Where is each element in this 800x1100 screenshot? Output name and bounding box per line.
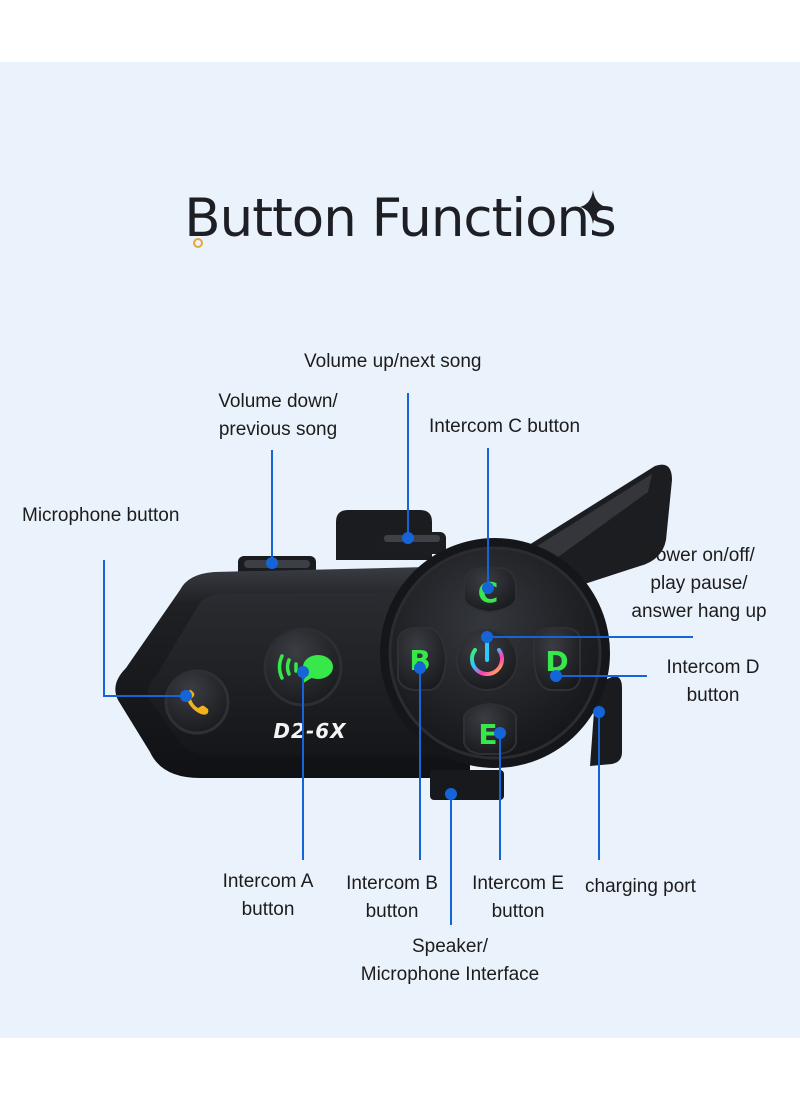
- label-intercom-b: Intercom B button: [330, 870, 454, 926]
- intercom-d-button[interactable]: D: [533, 627, 581, 691]
- callout-line-charging: [593, 706, 605, 860]
- label-power: Power on/off/ play pause/ answer hang up: [614, 542, 784, 626]
- label-volume-down-line2: previous song: [218, 419, 338, 440]
- callout-line-intercom-d: [550, 670, 647, 682]
- label-power-line2: play pause/: [650, 573, 748, 594]
- callout-lines: [103, 393, 693, 925]
- intercom-icon: [277, 654, 333, 684]
- speaker-interface-port: [430, 770, 504, 800]
- power-icon: [470, 640, 504, 676]
- label-volume-down-line1: Volume down/: [218, 391, 338, 412]
- label-volume-down: Volume down/ previous song: [196, 388, 360, 444]
- label-intercom-d: Intercom D button: [650, 654, 776, 710]
- callout-line-power: [481, 631, 693, 643]
- label-intercom-a-line2: button: [241, 899, 295, 920]
- label-intercom-e: Intercom E button: [456, 870, 580, 926]
- sparkle-icon: [580, 190, 606, 224]
- label-intercom-e-line2: button: [491, 901, 545, 922]
- label-charging: charging port: [585, 876, 696, 897]
- label-speaker-line1: Speaker/: [411, 936, 489, 957]
- intercom-b-button[interactable]: B: [397, 627, 448, 691]
- button-letter-d: D: [545, 645, 568, 678]
- label-intercom-c: Intercom C button: [429, 416, 581, 437]
- label-intercom-a: Intercom A button: [206, 868, 330, 924]
- callout-line-speaker: [445, 788, 457, 925]
- page-title: Button Functions: [184, 188, 616, 249]
- callout-line-intercom-b: [414, 662, 426, 860]
- callout-line-volume-up: [402, 393, 414, 544]
- callout-line-microphone: [103, 560, 192, 702]
- label-intercom-d-line1: Intercom D: [666, 657, 760, 678]
- model-name: D2-6X: [273, 719, 347, 743]
- microphone-button[interactable]: [164, 669, 230, 735]
- label-intercom-b-line1: Intercom B: [346, 873, 438, 894]
- label-speaker: Speaker/ Microphone Interface: [340, 933, 560, 989]
- intercom-e-button[interactable]: E: [463, 702, 517, 755]
- title-decoration-dot: [193, 238, 203, 248]
- label-power-line3: answer hang up: [631, 601, 767, 622]
- label-intercom-b-line2: button: [365, 901, 419, 922]
- callout-line-volume-down: [266, 450, 278, 569]
- label-intercom-a-line1: Intercom A: [222, 871, 314, 892]
- label-volume-up: Volume up/next song: [304, 351, 482, 372]
- callout-line-intercom-a: [297, 666, 309, 860]
- callout-line-intercom-c: [482, 448, 494, 594]
- label-power-line1: Power on/off/: [643, 545, 755, 566]
- button-letter-e: E: [478, 718, 497, 751]
- label-intercom-d-line2: button: [686, 685, 740, 706]
- power-button[interactable]: [456, 629, 518, 691]
- label-microphone: Microphone button: [22, 505, 180, 526]
- callout-line-intercom-e: [494, 727, 506, 860]
- label-speaker-line2: Microphone Interface: [360, 964, 540, 985]
- label-intercom-e-line1: Intercom E: [472, 873, 564, 894]
